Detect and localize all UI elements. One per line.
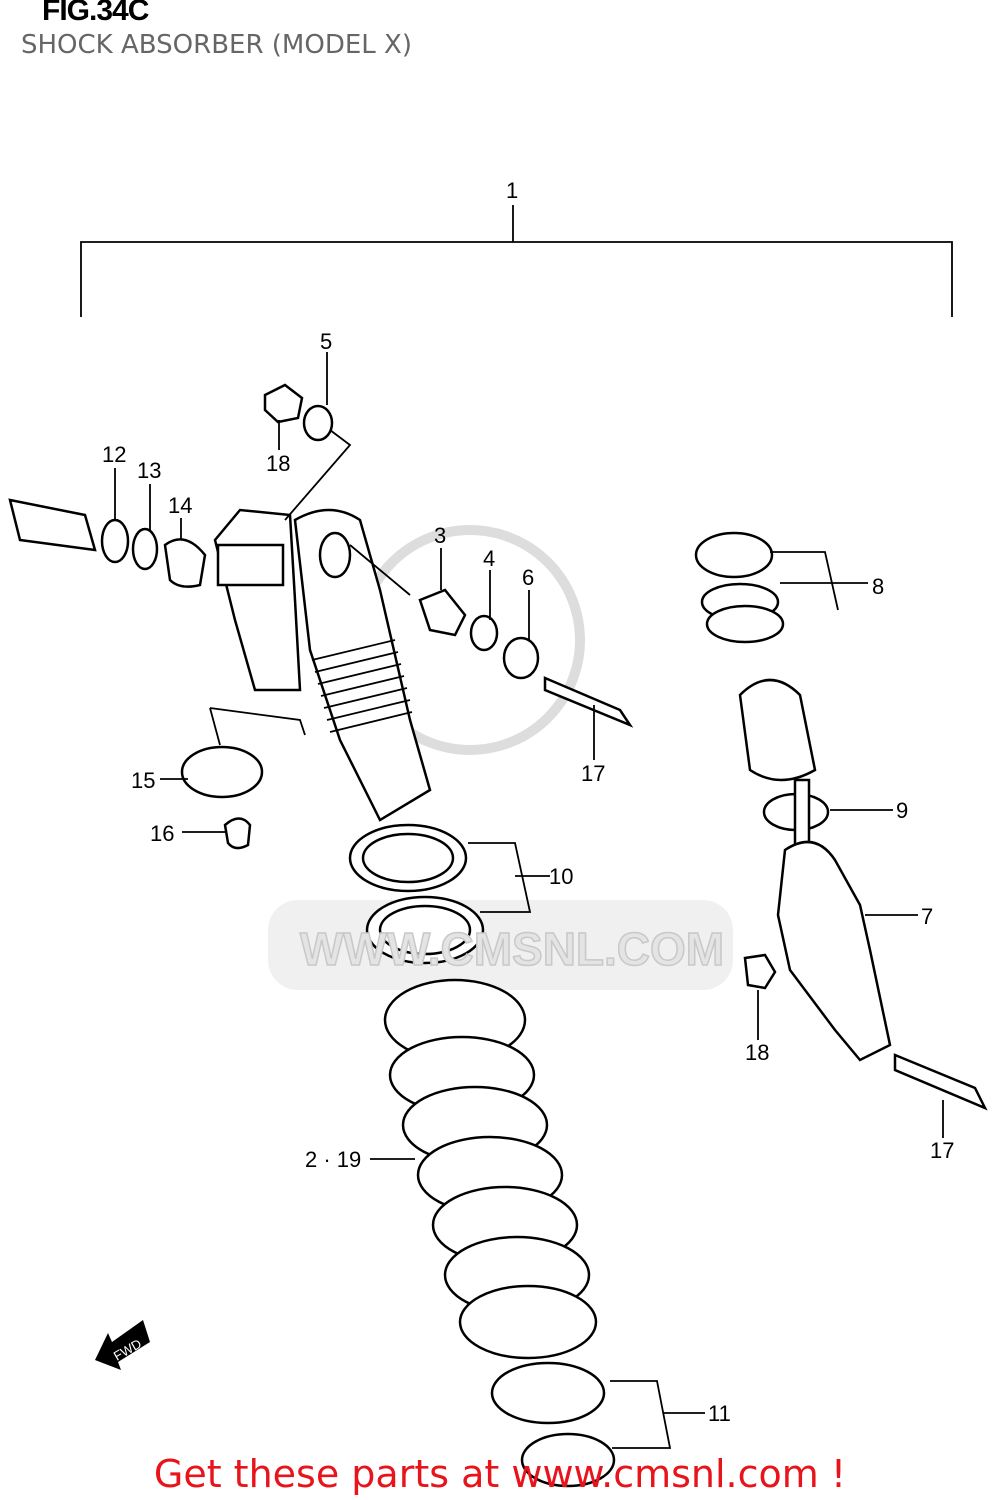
- bump-stop-rings: [694, 531, 785, 644]
- callout-6: 6: [522, 565, 534, 590]
- callout-3: 3: [434, 523, 446, 548]
- footer-link[interactable]: Get these parts at www.cmsnl.com !: [153, 1452, 847, 1496]
- callout-16: 16: [150, 821, 174, 846]
- coil-spring: [383, 978, 616, 1488]
- fwd-arrow-icon: FWD: [95, 1320, 150, 1370]
- callout-14: 14: [168, 493, 192, 518]
- leader-lines: [114, 352, 944, 1449]
- assembly-bracket: [80, 205, 953, 317]
- callout-5: 5: [320, 329, 332, 354]
- callout-8: 8: [872, 574, 884, 599]
- callout-10: 10: [549, 864, 573, 889]
- shock-body: [209, 429, 432, 822]
- adjuster-part: [8, 498, 207, 588]
- lock-nuts: [348, 823, 485, 965]
- damper-rod: [738, 678, 892, 1062]
- callout-4: 4: [483, 546, 495, 571]
- callout-1: 1: [506, 178, 518, 203]
- callout-7: 7: [921, 904, 933, 929]
- callout-9: 9: [896, 798, 908, 823]
- callout-18b: 18: [745, 1040, 769, 1065]
- callout-11: 11: [708, 1401, 731, 1426]
- callout-12: 12: [102, 442, 126, 467]
- callout-2-19: 2 · 19: [305, 1147, 361, 1172]
- callout-13: 13: [137, 458, 161, 483]
- watermark-text: WWW.CMSNL.COM: [300, 923, 724, 975]
- callout-17: 17: [581, 761, 605, 786]
- figure-number: FIG.34C: [42, 0, 149, 27]
- diagram-title: SHOCK ABSORBER (MODEL X): [21, 30, 412, 60]
- small-parts: [180, 383, 988, 1111]
- callout-18: 18: [266, 451, 290, 476]
- callout-17b: 17: [930, 1138, 954, 1163]
- callout-labels: 1 5 18 12 13 14 3 4 6 8 17 9 15 16 10 7 …: [102, 178, 954, 1426]
- callout-15: 15: [131, 768, 155, 793]
